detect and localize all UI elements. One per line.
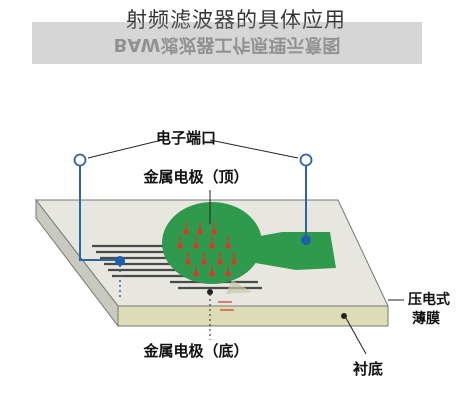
- label-top-electrode: 金属电极（顶）: [142, 168, 248, 186]
- port-node-left: [115, 256, 125, 266]
- leader-lines: [87, 139, 404, 355]
- port-terminal-right: [299, 153, 313, 167]
- label-substrate: 衬底: [353, 360, 383, 378]
- label-piezo-film-line2: 薄膜: [412, 310, 440, 327]
- port-terminal-left: [73, 153, 87, 167]
- port-node-right: [301, 235, 311, 245]
- acoustic-wave-arrows: [177, 222, 237, 311]
- port-wires: [79, 165, 307, 300]
- label-bottom-electrode: 金属电极（底）: [142, 342, 248, 360]
- title-banner: [32, 22, 422, 64]
- label-electrical-port: 电子端口: [156, 129, 216, 147]
- label-piezo-film-line1: 压电式: [408, 291, 450, 308]
- page-title: 射频滤波器的具体应用: [126, 8, 346, 32]
